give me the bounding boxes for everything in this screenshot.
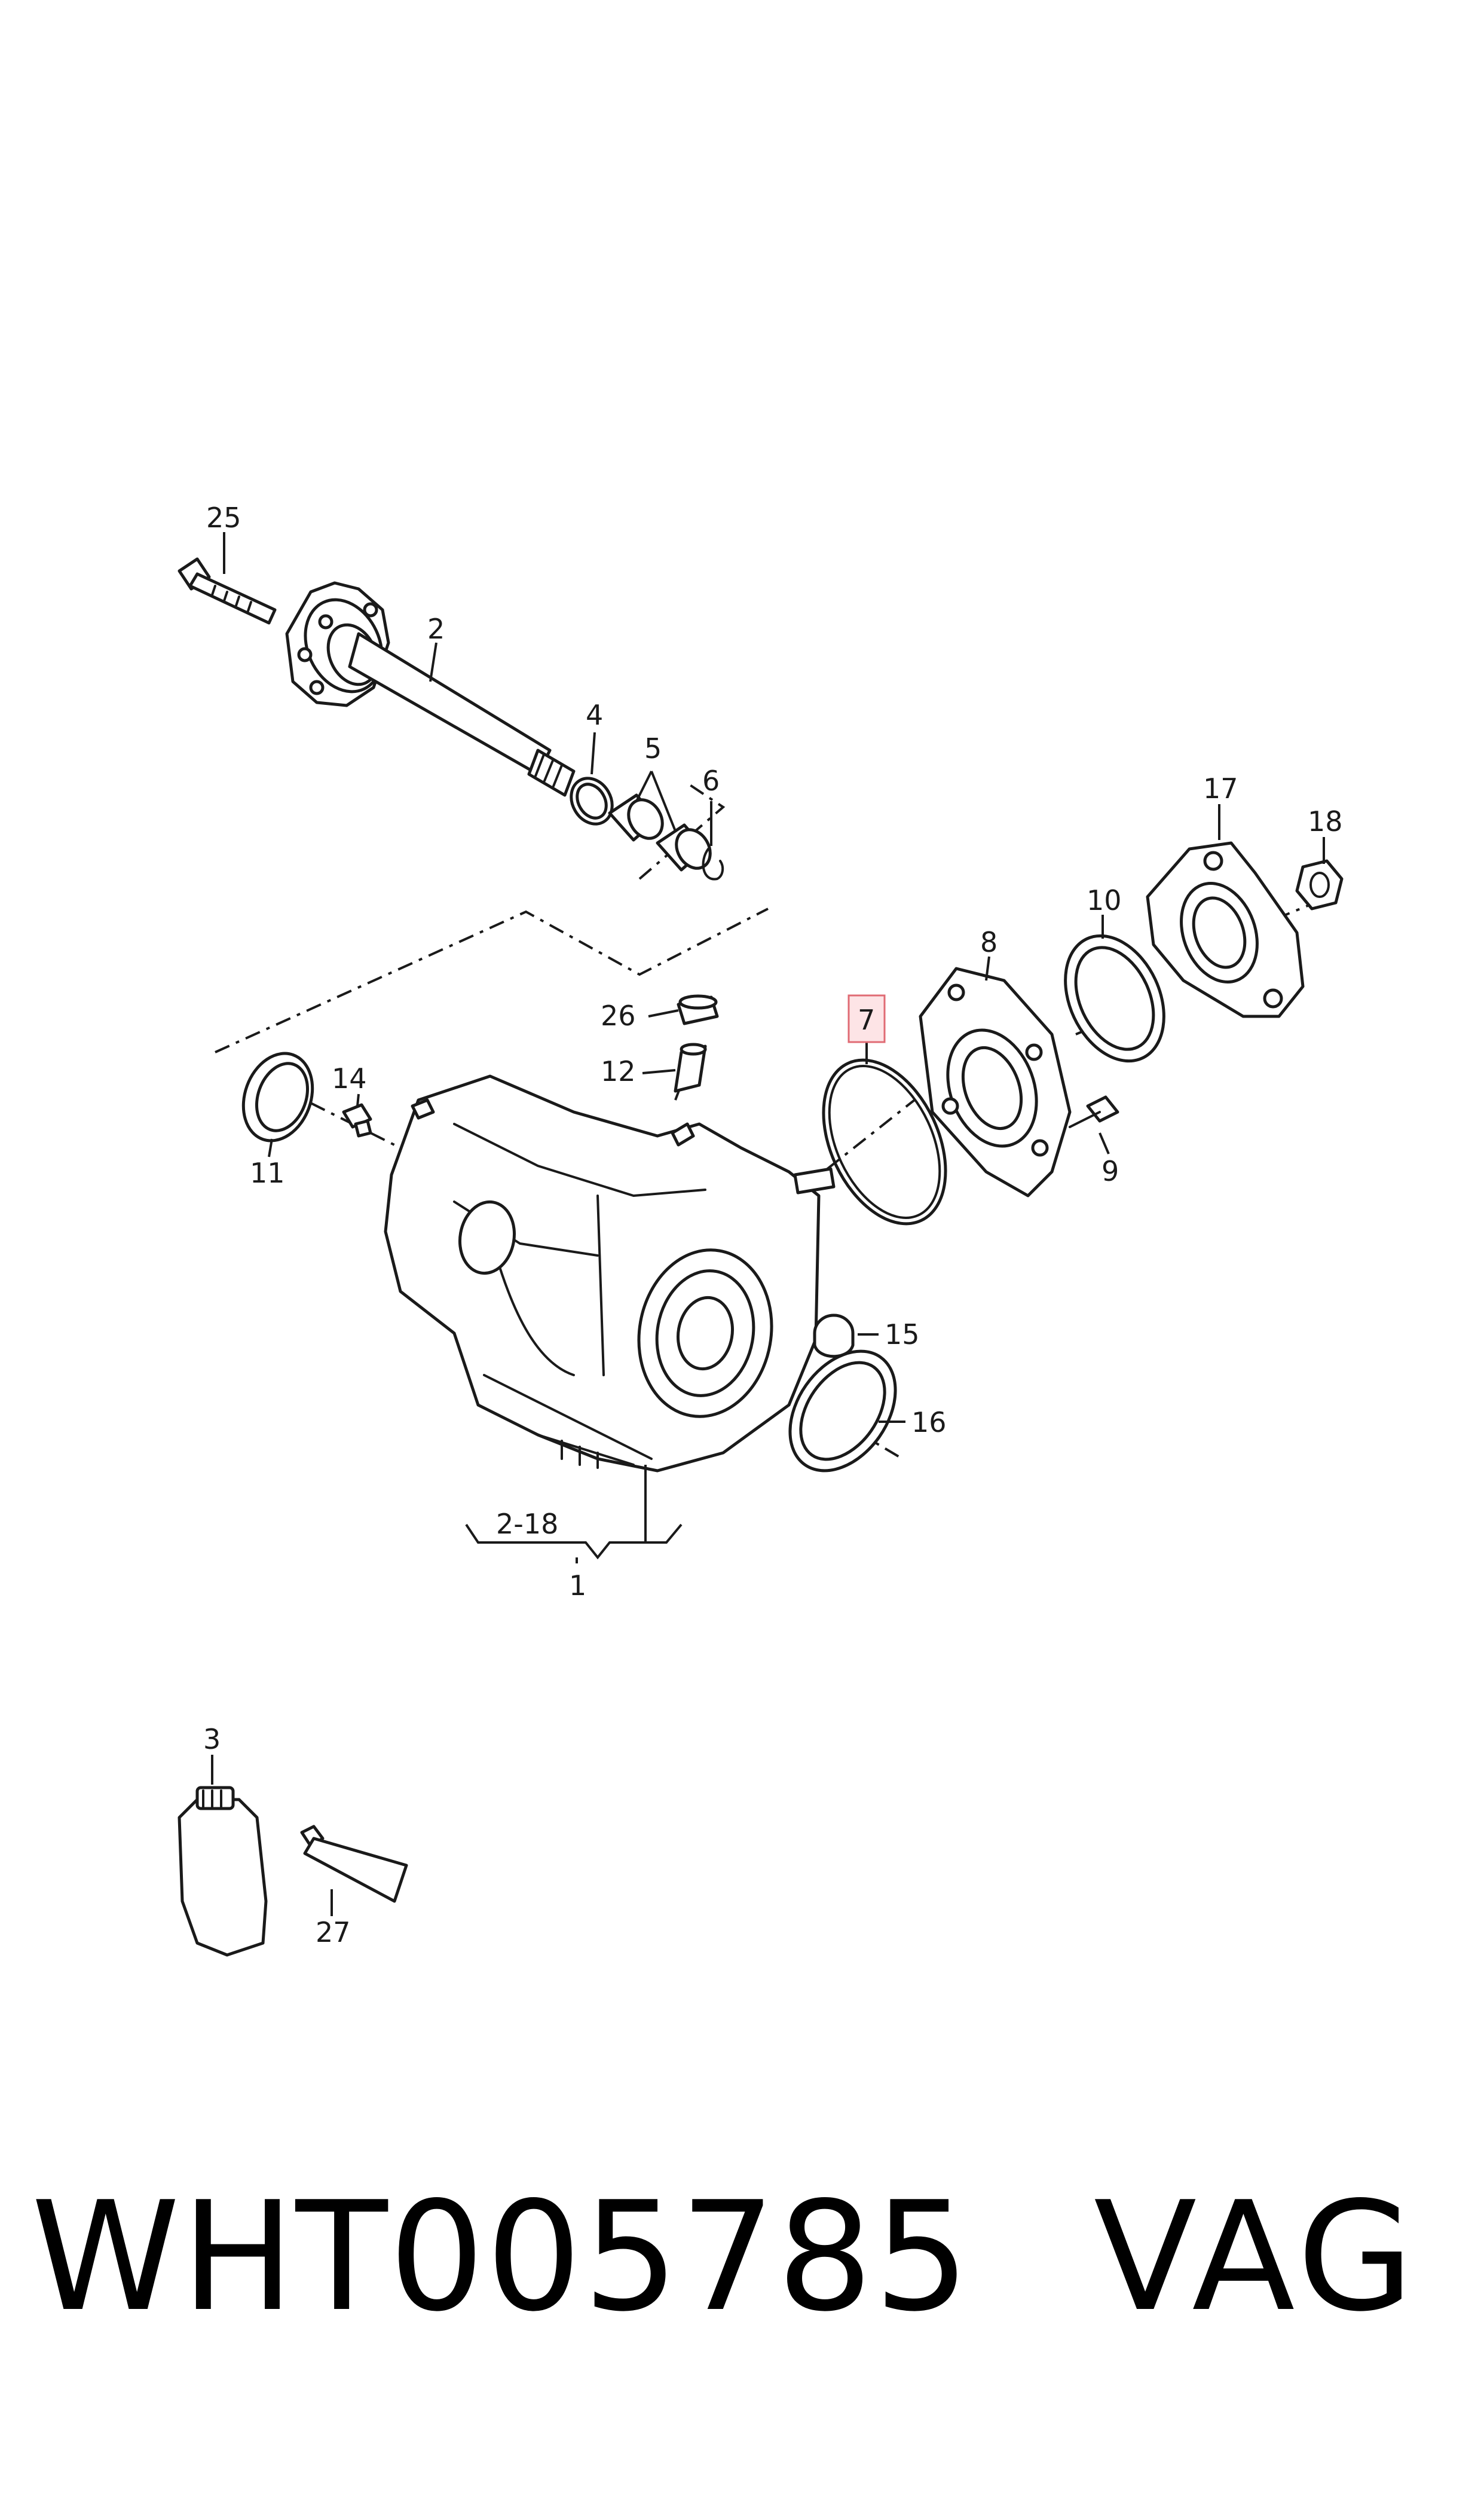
callout-8[interactable]: 8 xyxy=(980,926,998,958)
callout-26[interactable]: 26 xyxy=(601,1000,636,1032)
callout-5[interactable]: 5 xyxy=(644,732,662,765)
callout-6[interactable]: 6 xyxy=(702,765,720,797)
bolt-25 xyxy=(178,557,277,625)
assembly-bracket xyxy=(465,1465,683,1563)
callout-16[interactable]: 16 xyxy=(911,1406,947,1438)
circlip-6 xyxy=(702,848,724,881)
bolt-9 xyxy=(1069,1095,1119,1128)
callout-4[interactable]: 4 xyxy=(586,699,603,731)
nut-18 xyxy=(1295,859,1344,911)
needle-bearings-5 xyxy=(608,793,712,872)
callout-2-18[interactable]: 2-18 xyxy=(496,1508,558,1540)
callout-11[interactable]: 11 xyxy=(250,1157,285,1189)
footer: WHT005785 VAG xyxy=(0,2176,1484,2356)
brand-name: VAG xyxy=(1094,2170,1419,2345)
callout-9[interactable]: 9 xyxy=(1101,1155,1119,1187)
callout-7-highlight xyxy=(847,994,886,1043)
final-drive-housing-1 xyxy=(384,1074,836,1473)
callout-14[interactable]: 14 xyxy=(332,1062,367,1095)
callout-2[interactable]: 2 xyxy=(427,613,445,645)
callout-12[interactable]: 12 xyxy=(601,1055,636,1088)
seal-10 xyxy=(1064,934,1165,1063)
o-ring-7 xyxy=(822,1058,947,1226)
callout-25[interactable]: 25 xyxy=(206,502,241,534)
seal-11 xyxy=(241,1052,314,1143)
cap-26 xyxy=(677,994,719,1025)
leader-lines xyxy=(211,532,1325,1916)
part-number: WHT005785 xyxy=(31,2170,971,2345)
cap-15 xyxy=(813,1314,855,1358)
plug-14 xyxy=(342,1103,372,1138)
callout-27[interactable]: 27 xyxy=(316,1916,351,1948)
output-flange-17 xyxy=(1146,841,1305,1018)
seal-16 xyxy=(788,1349,897,1473)
cover-flange-8 xyxy=(919,967,1072,1198)
callout-7[interactable]: 7 xyxy=(858,1004,875,1036)
callout-18[interactable]: 18 xyxy=(1308,805,1343,838)
callout-labels: 25 2 4 5 6 17 18 10 8 26 7 12 14 9 11 15… xyxy=(203,502,1343,1948)
sealant-tube-27 xyxy=(300,1825,408,1903)
oil-bottle-3 xyxy=(178,1786,268,1957)
callout-15[interactable]: 15 xyxy=(885,1318,920,1351)
callout-3[interactable]: 3 xyxy=(203,1723,221,1755)
callout-1[interactable]: 1 xyxy=(569,1569,586,1602)
callout-10[interactable]: 10 xyxy=(1087,884,1122,917)
callout-17[interactable]: 17 xyxy=(1203,772,1238,805)
sleeve-12 xyxy=(674,1043,707,1093)
circlip-4 xyxy=(570,777,614,826)
drive-shaft-2 xyxy=(285,581,576,797)
